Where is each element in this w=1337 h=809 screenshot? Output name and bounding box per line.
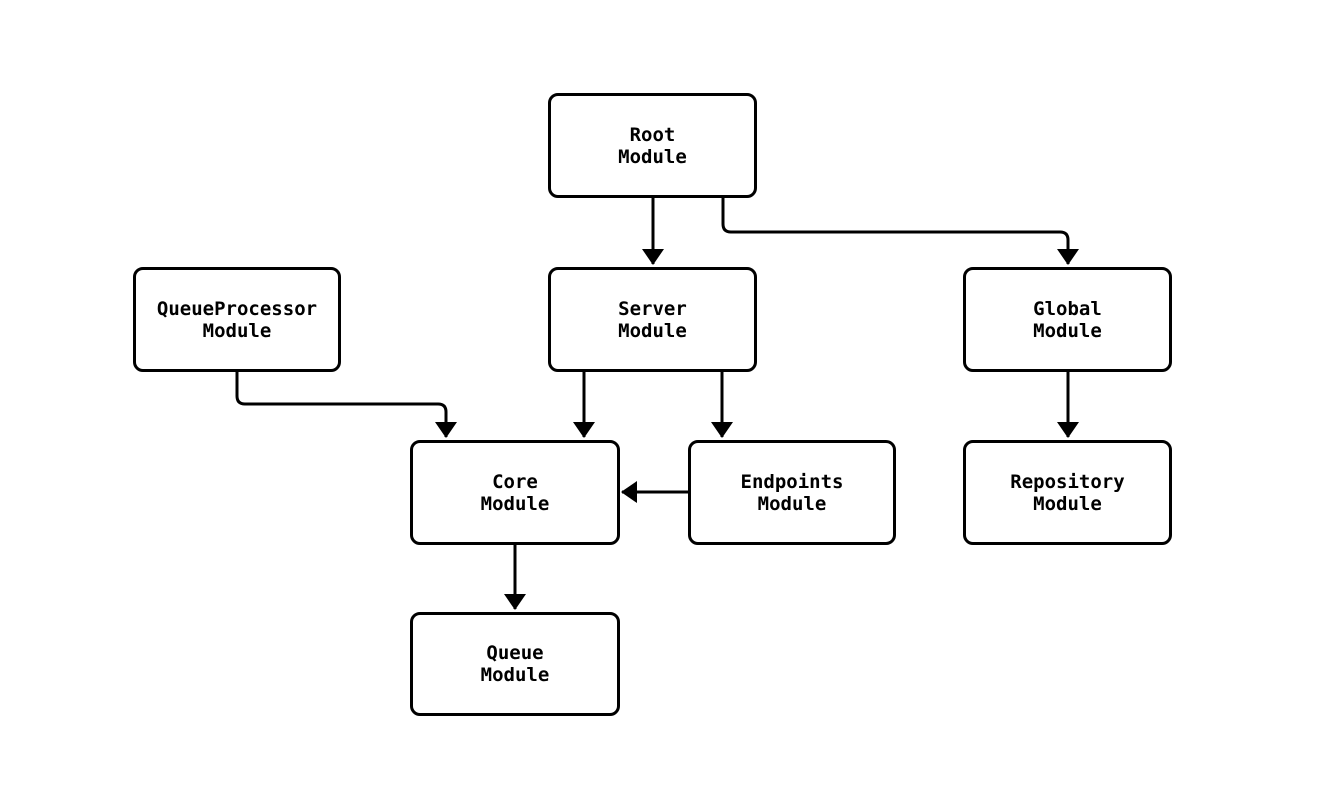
node-core-module: Core Module bbox=[410, 440, 620, 545]
node-label: Server Module bbox=[618, 298, 687, 342]
node-queue-module: Queue Module bbox=[410, 612, 620, 716]
node-label-line: Module bbox=[1033, 492, 1102, 515]
node-label-line: Server bbox=[618, 297, 687, 320]
node-label-line: QueueProcessor bbox=[156, 297, 318, 320]
node-server-module: Server Module bbox=[548, 267, 757, 372]
node-global-module: Global Module bbox=[963, 267, 1172, 372]
node-label-line: Queue bbox=[486, 642, 544, 664]
node-label-line: Module bbox=[757, 492, 827, 515]
node-label: Endpoints Module bbox=[741, 471, 844, 515]
node-label: Core Module bbox=[481, 471, 550, 515]
node-label-line: Core bbox=[492, 470, 538, 493]
node-label-line: Module bbox=[618, 145, 687, 168]
node-endpoints-module: Endpoints Module bbox=[688, 440, 896, 545]
node-label: QueueProcessor Module bbox=[157, 298, 317, 342]
node-root-module: Root Module bbox=[548, 93, 757, 198]
node-label: Root Module bbox=[618, 124, 687, 168]
edge-queueprocessor-to-core bbox=[235, 372, 457, 438]
node-label: Repository Module bbox=[1010, 471, 1124, 515]
node-label-line: Endpoints bbox=[740, 470, 844, 493]
node-label-line: Global bbox=[1033, 297, 1102, 320]
node-repository-module: Repository Module bbox=[963, 440, 1172, 545]
node-label-line: Repository bbox=[1010, 470, 1125, 493]
node-label: Queue Module bbox=[481, 642, 550, 686]
node-label-line: Module bbox=[618, 319, 687, 342]
node-label: Global Module bbox=[1033, 298, 1102, 342]
node-queueprocessor-module: QueueProcessor Module bbox=[133, 267, 341, 372]
node-label-line: Module bbox=[202, 319, 272, 342]
node-label-line: Module bbox=[480, 492, 550, 515]
edge-root-to-global bbox=[721, 198, 1079, 265]
node-label-line: Module bbox=[480, 664, 550, 686]
node-label-line: Module bbox=[1033, 319, 1102, 342]
node-label-line: Root bbox=[629, 123, 676, 146]
